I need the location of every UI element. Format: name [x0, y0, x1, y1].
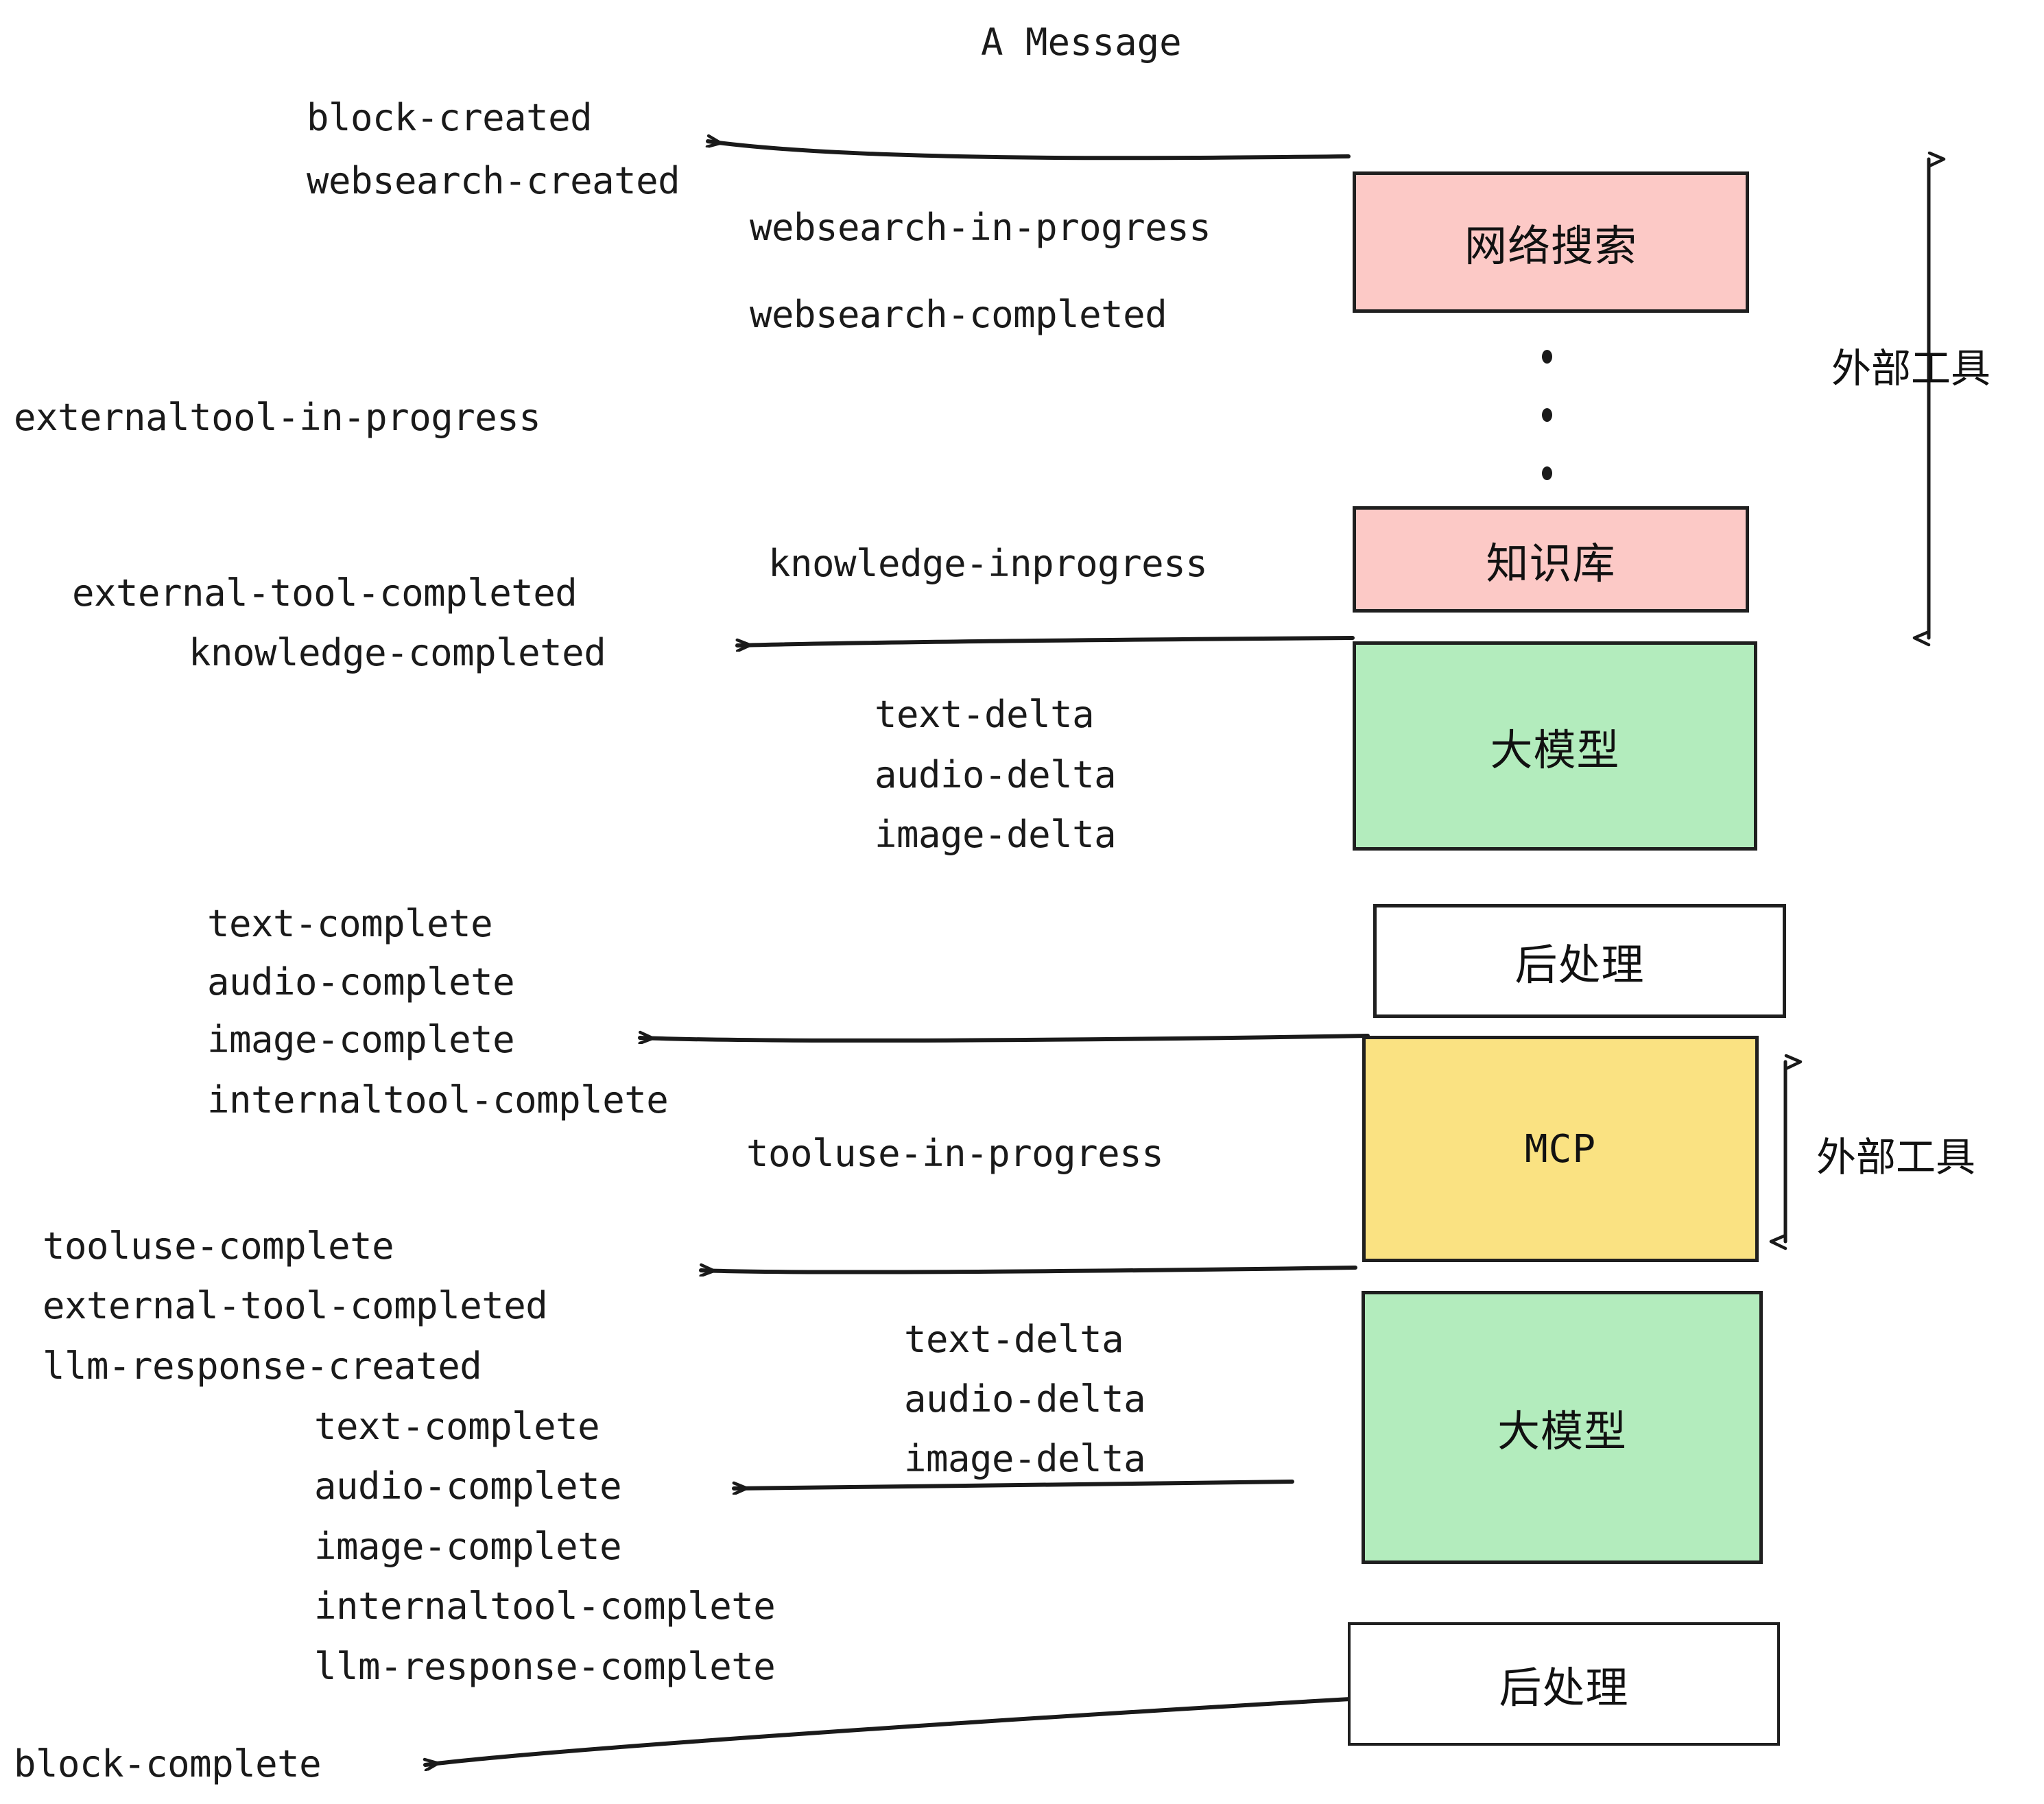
event-image-complete-1: image-complete	[207, 1018, 515, 1061]
event-text-complete-2: text-complete	[314, 1405, 600, 1448]
node-llm-top[interactable]: 大模型	[1353, 641, 1757, 851]
event-external-tool-completed-1: external-tool-completed	[72, 571, 578, 615]
node-llm-bottom[interactable]: 大模型	[1362, 1291, 1763, 1564]
event-internaltool-complete-1: internaltool-complete	[207, 1078, 669, 1121]
node-mcp-label: MCP	[1524, 1126, 1597, 1172]
arrow-mcp-to-tooluse-complete	[699, 1268, 1357, 1272]
event-image-delta-1: image-delta	[875, 813, 1117, 856]
event-block-complete: block-complete	[14, 1742, 322, 1785]
arrow-knowledge-to-completed	[735, 636, 1355, 645]
event-knowledge-inprogress: knowledge-inprogress	[768, 542, 1208, 585]
event-llm-response-complete: llm-response-complete	[314, 1645, 776, 1688]
event-tooluse-in-progress: tooluse-in-progress	[746, 1132, 1164, 1175]
label-external-tools-bottom: 外部工具	[1816, 1134, 1976, 1180]
event-externaltool-in-progress: externaltool-in-progress	[14, 396, 541, 439]
node-websearch[interactable]: 网络搜索	[1353, 171, 1749, 313]
ellipsis-dot	[1541, 408, 1552, 422]
event-image-complete-2: image-complete	[314, 1525, 622, 1568]
event-block-created: block-created	[307, 96, 593, 139]
event-external-tool-completed-2: external-tool-completed	[43, 1284, 548, 1327]
diagram-title: A Message	[981, 21, 1182, 64]
event-websearch-created: websearch-created	[307, 159, 680, 202]
event-text-complete-1: text-complete	[207, 902, 493, 945]
label-external-tools-top: 外部工具	[1831, 345, 1991, 392]
node-postprocess-top-label: 后处理	[1514, 940, 1645, 990]
ellipsis-dot	[1541, 350, 1552, 364]
node-knowledge-label: 知识库	[1486, 538, 1616, 589]
ellipsis-dot	[1541, 466, 1552, 480]
node-llm-top-label: 大模型	[1490, 724, 1620, 775]
arrow-llm-to-audio-complete	[732, 1480, 1294, 1488]
event-audio-complete-1: audio-complete	[207, 960, 515, 1004]
node-llm-bottom-label: 大模型	[1497, 1406, 1627, 1456]
vertical-ellipsis	[1540, 350, 1554, 480]
event-llm-response-created: llm-response-created	[43, 1344, 482, 1388]
node-mcp[interactable]: MCP	[1362, 1036, 1759, 1262]
event-websearch-completed: websearch-completed	[750, 293, 1167, 336]
event-audio-delta-2: audio-delta	[904, 1377, 1146, 1421]
event-text-delta-1: text-delta	[875, 693, 1095, 736]
event-image-delta-2: image-delta	[904, 1437, 1146, 1480]
arrow-websearch-to-block-created	[708, 141, 1351, 161]
event-internaltool-complete-2: internaltool-complete	[314, 1585, 776, 1628]
event-tooluse-complete: tooluse-complete	[43, 1224, 394, 1268]
arrow-mcp-to-image-complete	[638, 1036, 1370, 1041]
node-postprocess-top[interactable]: 后处理	[1373, 904, 1786, 1018]
node-websearch-label: 网络搜索	[1464, 221, 1637, 271]
node-postprocess-bottom[interactable]: 后处理	[1348, 1622, 1780, 1746]
node-postprocess-bottom-label: 后处理	[1499, 1663, 1629, 1713]
node-knowledge[interactable]: 知识库	[1353, 506, 1749, 613]
event-audio-delta-1: audio-delta	[875, 753, 1117, 796]
event-websearch-in-progress: websearch-in-progress	[750, 206, 1211, 249]
arrow-postprocess-to-block-complete	[425, 1697, 1352, 1765]
event-knowledge-completed: knowledge-completed	[189, 631, 606, 674]
event-audio-complete-2: audio-complete	[314, 1464, 622, 1508]
event-text-delta-2: text-delta	[904, 1318, 1124, 1361]
